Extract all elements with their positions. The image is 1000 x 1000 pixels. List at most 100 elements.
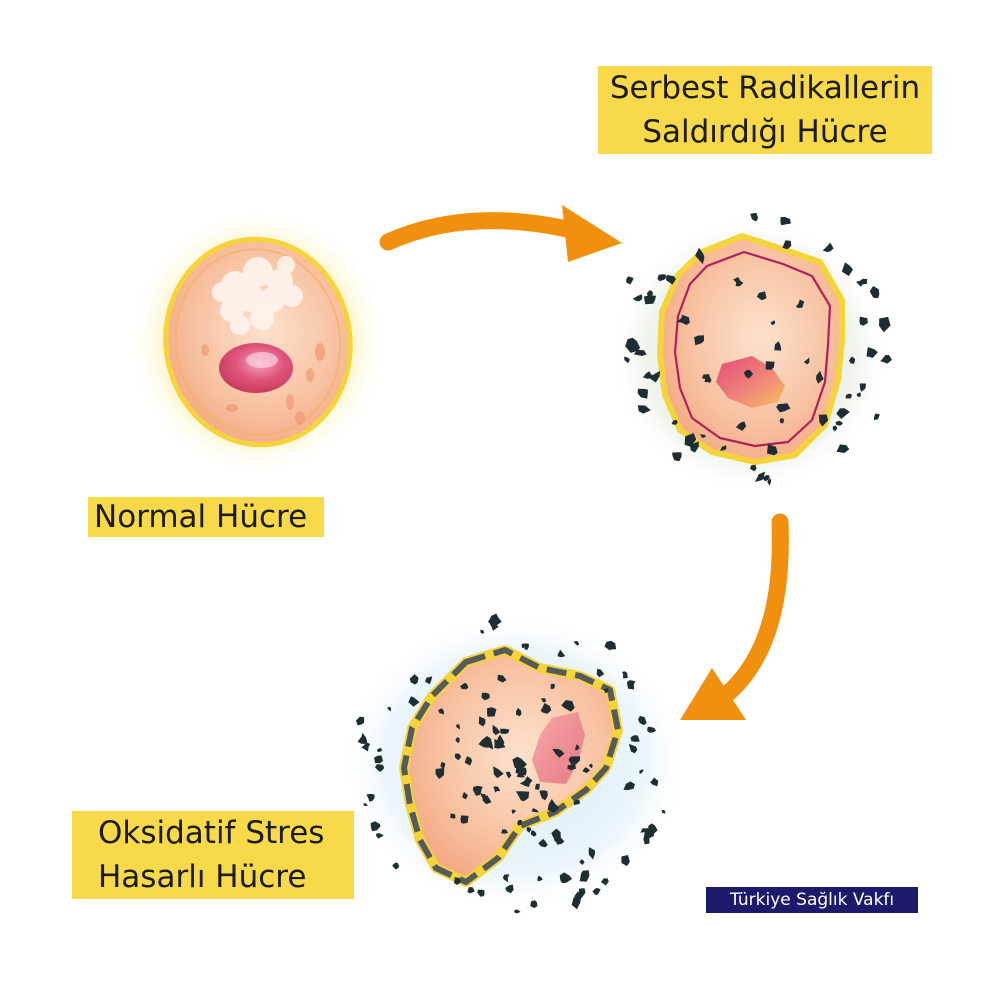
free-radical-speck <box>493 766 504 779</box>
watermark: Türkiye Sağlık Vakfı <box>706 887 918 913</box>
free-radical-speck <box>643 833 650 845</box>
free-radical-speck <box>521 643 526 649</box>
free-radical-speck <box>519 776 533 787</box>
free-radical-speck <box>462 792 468 800</box>
free-radical-speck <box>574 891 583 903</box>
free-radical-speck <box>749 464 757 472</box>
arrow-attacked-to-damaged <box>680 513 789 720</box>
free-radical-speck <box>478 736 492 748</box>
free-radical-speck <box>575 744 580 751</box>
free-radical-speck <box>376 747 383 753</box>
free-radical-speck <box>454 753 461 761</box>
free-radical-speck <box>704 377 712 383</box>
free-radical-speck <box>392 862 400 870</box>
label-line: Saldırdığı Hücre <box>642 114 888 150</box>
free-radical-speck <box>750 212 759 222</box>
free-radical-speck <box>643 295 656 305</box>
free-radical-speck <box>366 793 375 802</box>
free-radical-speck <box>624 356 630 364</box>
free-radical-speck <box>480 629 485 634</box>
free-radical-speck <box>492 724 501 736</box>
free-radicals-attacked <box>624 212 892 486</box>
free-radical-speck <box>409 674 419 685</box>
free-radical-speck <box>657 274 667 282</box>
free-radical-speck <box>516 772 525 778</box>
free-radical-speck <box>540 703 552 714</box>
free-radical-speck <box>694 335 704 346</box>
free-radical-speck <box>550 683 555 689</box>
free-radical-speck <box>512 756 527 769</box>
free-radical-speck <box>551 828 561 842</box>
free-radical-speck <box>623 781 635 791</box>
free-radical-speck <box>482 795 492 805</box>
free-radical-speck <box>762 475 770 482</box>
free-radical-speck <box>361 742 371 752</box>
free-radical-speck <box>493 786 501 793</box>
free-radical-speck <box>603 688 609 694</box>
free-radical-speck <box>494 739 506 749</box>
free-radical-speck <box>592 887 601 896</box>
free-radical-speck <box>770 320 776 326</box>
free-radical-speck <box>835 420 843 426</box>
free-radical-speck <box>639 769 644 775</box>
free-radical-speck <box>676 314 690 325</box>
free-radical-speck <box>622 671 628 679</box>
free-radical-speck <box>588 847 595 860</box>
free-radical-speck <box>425 676 433 685</box>
free-radical-speck <box>621 855 630 867</box>
free-radical-speck <box>650 777 659 787</box>
attacked-cell <box>610 215 890 495</box>
free-radical-speck <box>464 756 473 766</box>
free-radical-speck <box>776 403 791 413</box>
free-radical-speck <box>841 262 853 277</box>
free-radical-speck <box>526 827 532 833</box>
free-radical-speck <box>628 743 638 754</box>
free-radical-speck <box>735 421 747 431</box>
free-radical-speck <box>743 369 754 379</box>
free-radical-speck <box>454 877 461 885</box>
free-radical-speck <box>530 900 538 908</box>
label-damaged-cell: Oksidatif Stres Hasarlı Hücre <box>72 811 354 899</box>
free-radical-speck <box>866 347 878 358</box>
free-radical-speck <box>573 799 581 806</box>
free-radical-speck <box>640 828 648 833</box>
free-radical-speck <box>511 809 516 815</box>
free-radical-speck <box>500 728 510 734</box>
free-radical-speck <box>515 791 530 802</box>
free-radical-speck <box>460 682 469 690</box>
free-radical-speck <box>537 875 543 882</box>
free-radical-speck <box>363 803 368 806</box>
free-radical-speck <box>516 707 522 717</box>
free-radical-speck <box>541 698 547 703</box>
free-radical-speck <box>836 408 850 419</box>
free-radical-speck <box>374 755 384 764</box>
free-radical-speck <box>450 813 456 819</box>
free-radical-speck <box>561 700 575 712</box>
free-radical-speck <box>573 641 580 646</box>
free-radical-speck <box>856 278 868 287</box>
free-radical-speck <box>648 370 661 383</box>
free-radical-speck <box>497 674 507 683</box>
free-radical-speck <box>879 316 891 333</box>
free-radical-speck <box>531 808 539 813</box>
free-radical-speck <box>754 471 766 482</box>
arrow-normal-to-attacked <box>379 205 622 262</box>
free-radical-speck <box>646 726 657 733</box>
free-radical-speck <box>557 649 566 658</box>
nucleus <box>219 343 293 393</box>
free-radical-speck <box>661 810 666 814</box>
free-radical-speck <box>440 761 446 770</box>
free-radical-speck <box>648 823 658 834</box>
free-radical-speck <box>472 785 483 796</box>
free-radical-speck <box>579 859 585 865</box>
free-radical-speck <box>408 696 420 707</box>
free-radical-speck <box>767 478 772 486</box>
free-radical-speck <box>376 833 384 839</box>
free-radical-speck <box>589 763 593 769</box>
free-radical-speck <box>596 668 605 678</box>
free-radical-speck <box>505 771 512 779</box>
free-radical-speck <box>767 444 778 456</box>
free-radical-speck <box>832 425 838 432</box>
free-radical-speck <box>480 793 486 799</box>
